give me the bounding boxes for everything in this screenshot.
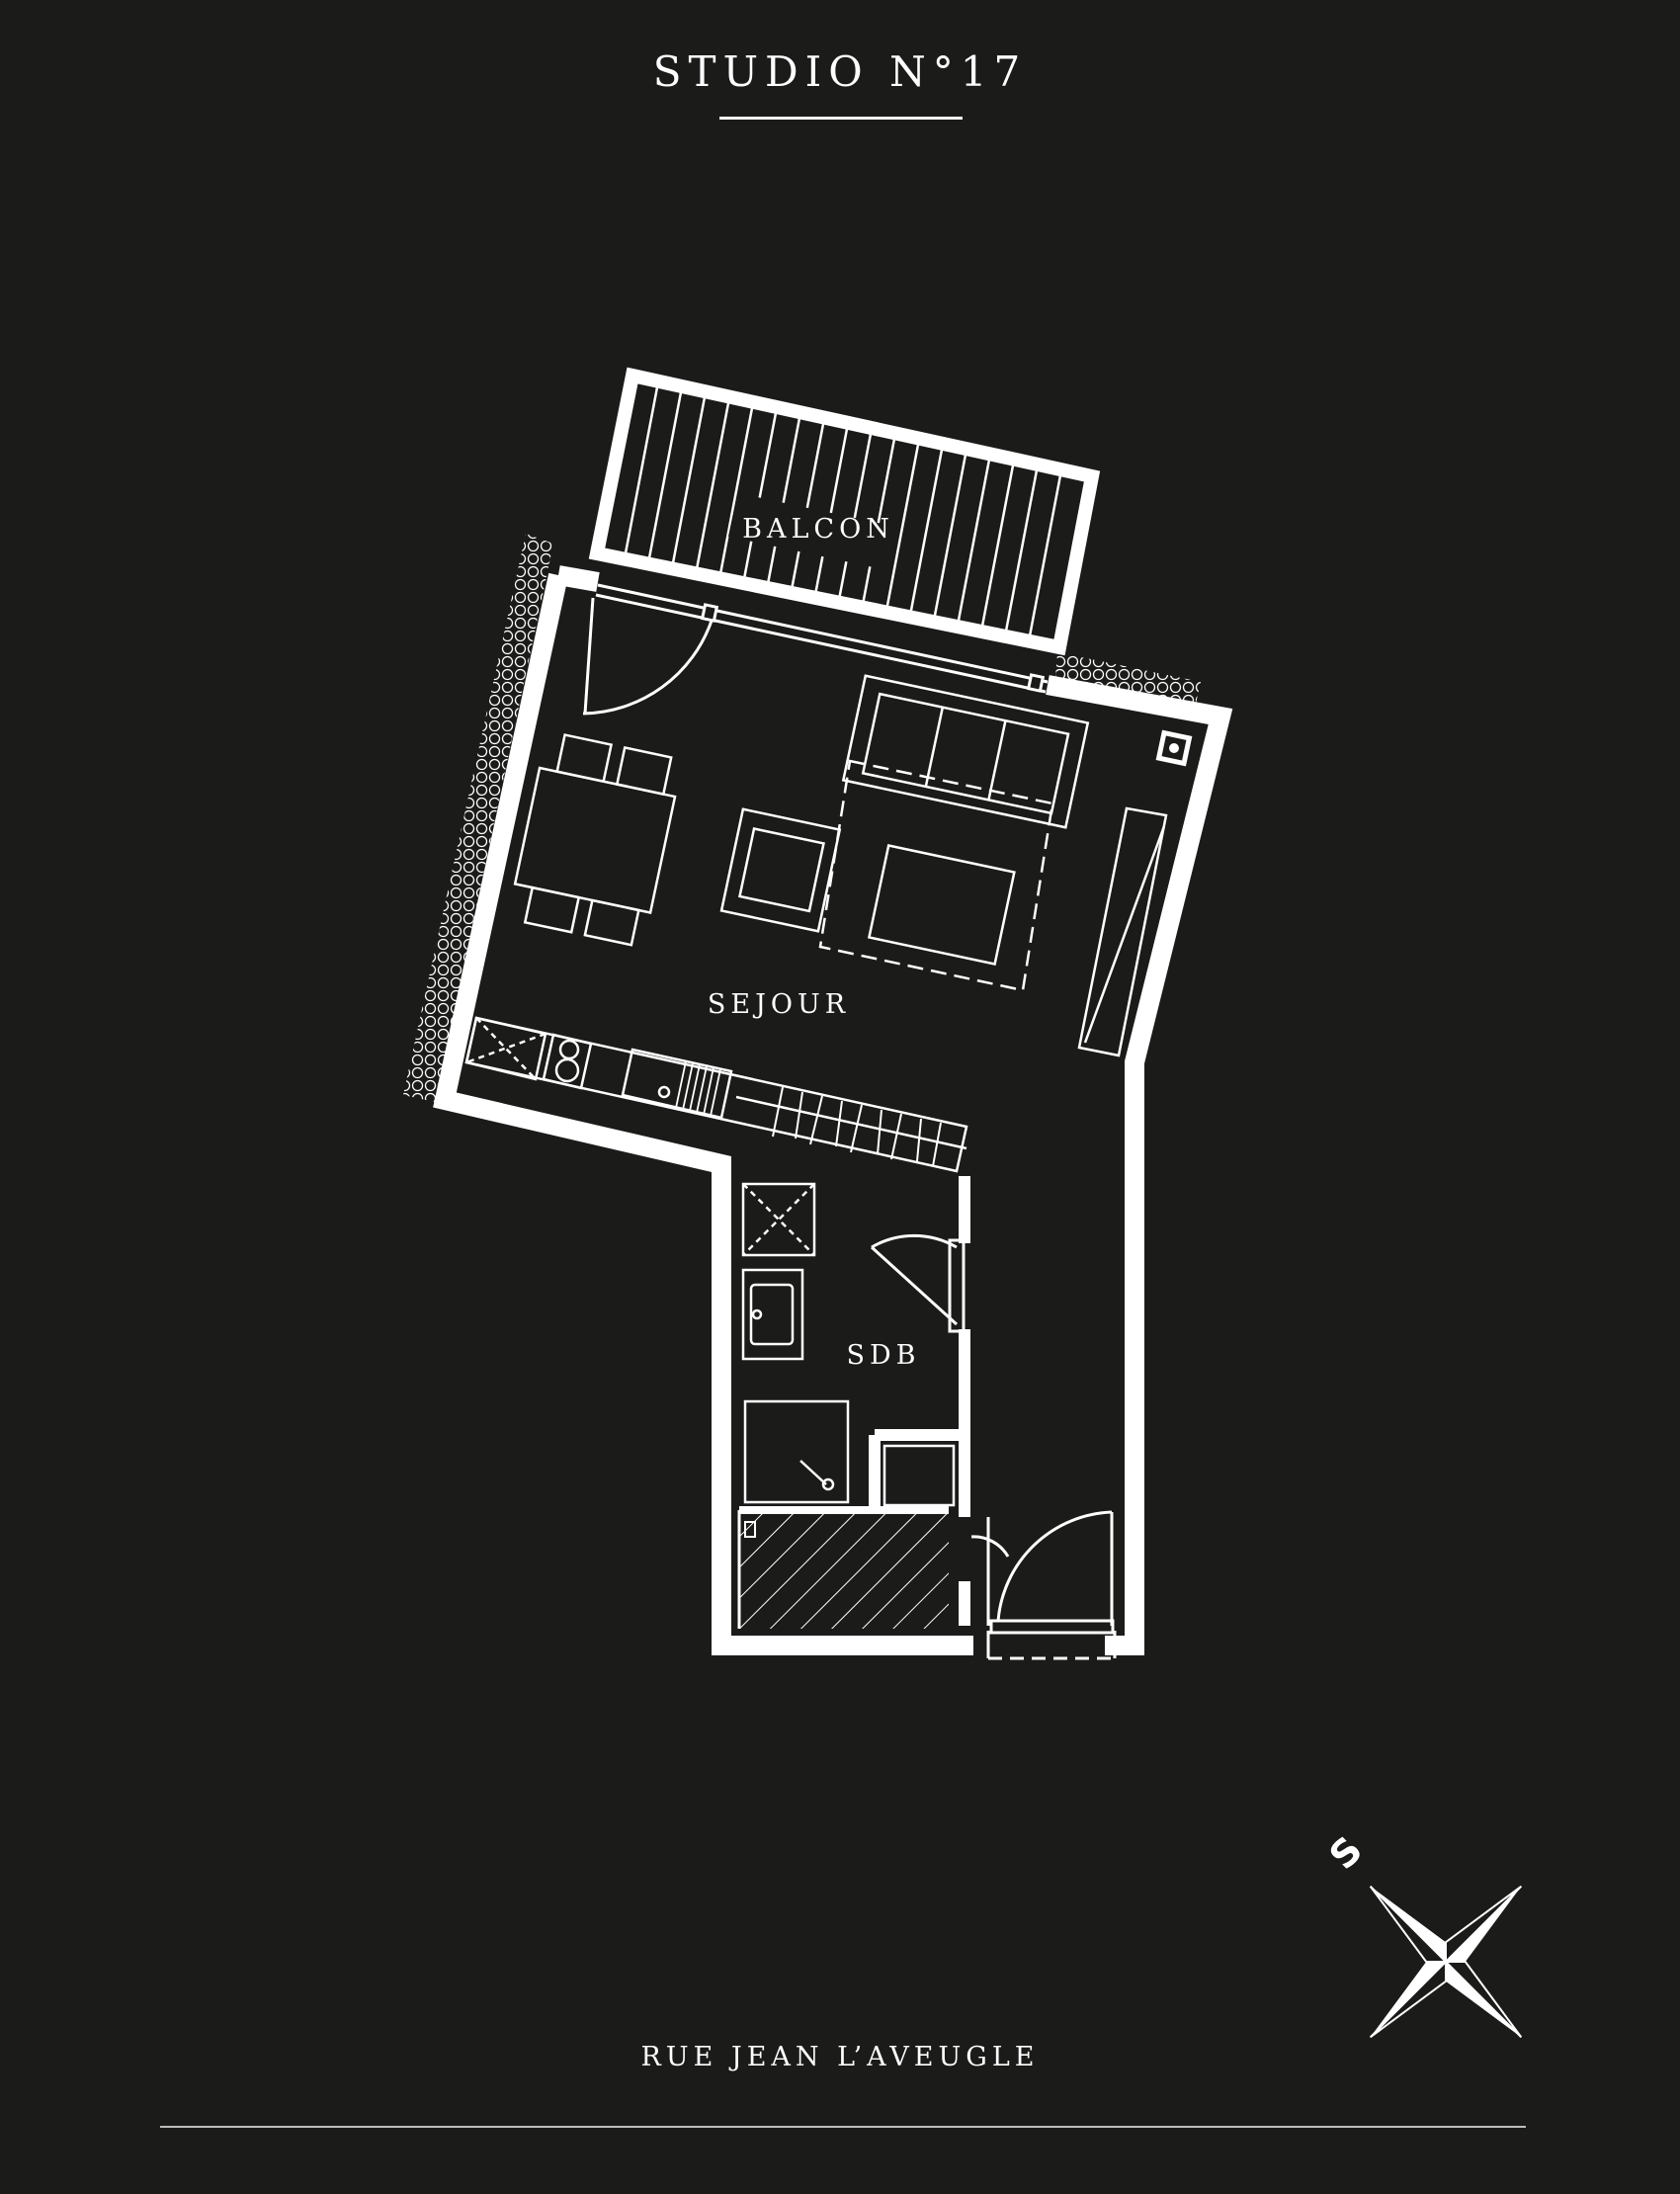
bathroom-label: SDB [847, 1340, 921, 1371]
armchair [719, 807, 842, 933]
compass-south-label: S [1321, 1833, 1371, 1878]
dining-set [513, 733, 677, 947]
bathroom-fixtures [741, 1182, 956, 1507]
balcony: BALCON [588, 367, 1101, 656]
entrance-door [970, 1510, 1117, 1660]
bathroom-door [870, 1233, 966, 1333]
living-room-label: SEJOUR [708, 989, 850, 1020]
rug [818, 759, 1054, 992]
dining-table [513, 766, 677, 914]
washbasin [741, 1268, 804, 1361]
balcony-label: BALCON [742, 514, 894, 545]
bathroom-walls [869, 1176, 970, 1626]
balcony-door [582, 583, 1049, 716]
bottom-rule [160, 2126, 1526, 2128]
sofa [841, 674, 1090, 829]
technical-duct [1155, 729, 1193, 767]
wardrobe [1077, 806, 1168, 1057]
compass-icon: S [1321, 1833, 1523, 2039]
hedge-west [403, 534, 553, 1102]
hedge-north-east [1055, 652, 1201, 704]
plan-title: STUDIO N°17 [652, 47, 1028, 96]
exterior-walls [433, 565, 1233, 1655]
storage-area [737, 1506, 949, 1629]
title-underline [719, 117, 963, 120]
balcony-outline [588, 367, 1101, 656]
kitchen [464, 1016, 968, 1173]
shower [743, 1399, 850, 1504]
street-name: RUE JEAN L’AVEUGLE [640, 2042, 1040, 2072]
coffee-table [867, 844, 1016, 966]
